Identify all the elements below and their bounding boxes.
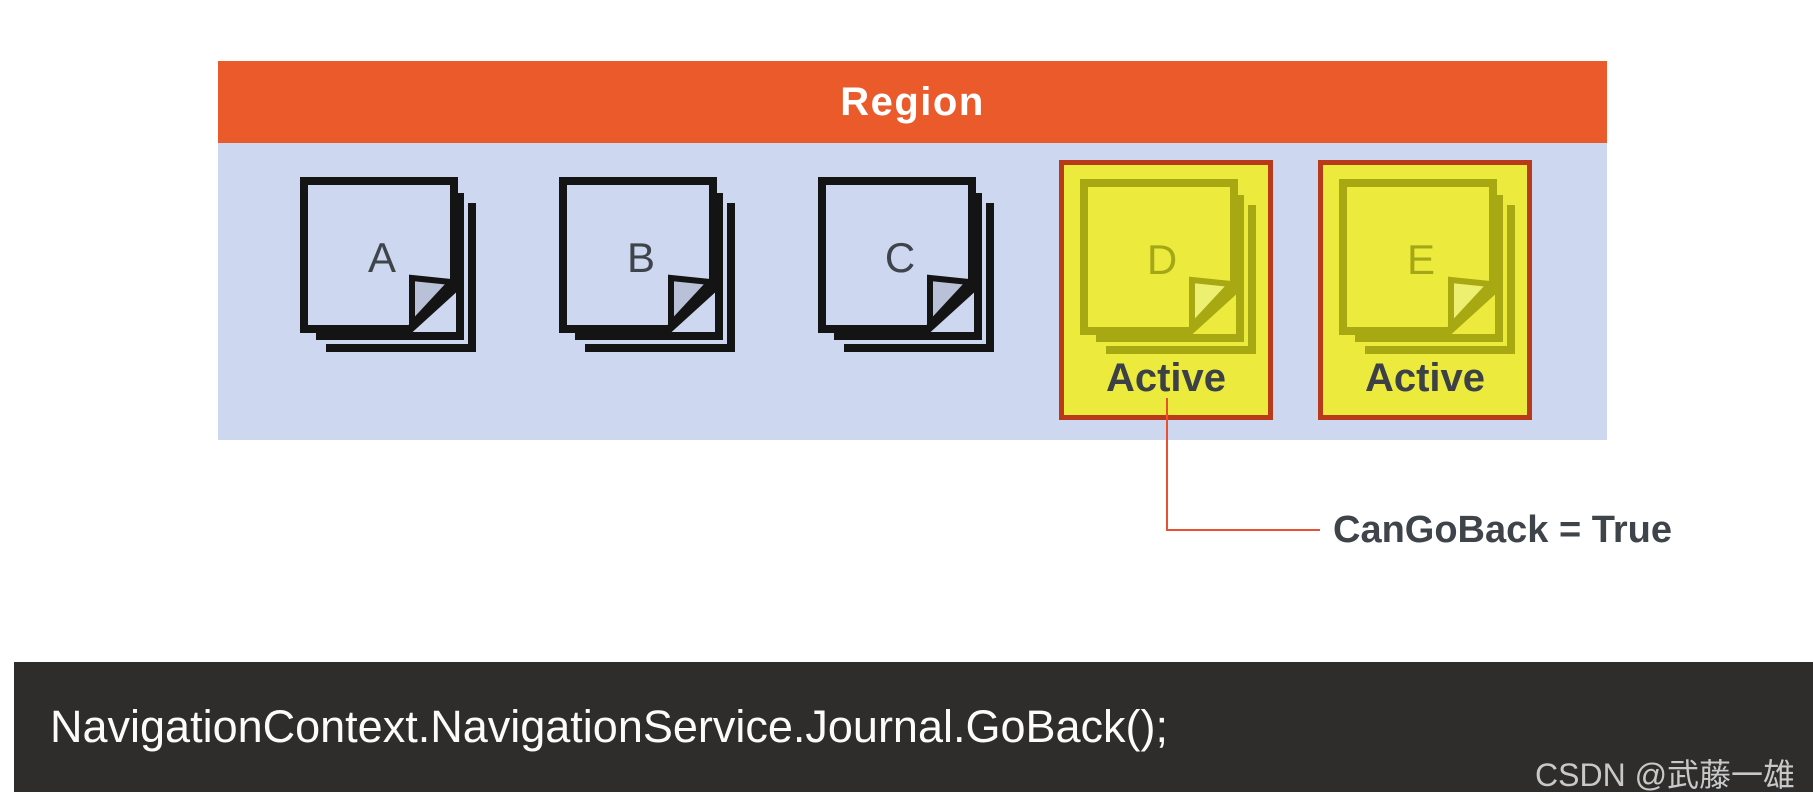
cangoback-annotation: CanGoBack = True — [1333, 509, 1672, 551]
page-stack-icon-e: E — [1339, 179, 1515, 354]
page-letter: B — [627, 234, 655, 281]
page-letter: C — [885, 234, 915, 281]
code-bar: NavigationContext.NavigationService.Jour… — [14, 662, 1813, 792]
region-header: Region — [218, 61, 1607, 143]
code-statement: NavigationContext.NavigationService.Jour… — [50, 701, 1169, 752]
page-stack-icon-a: A — [300, 177, 476, 352]
region-title: Region — [840, 79, 985, 124]
connector-line-vertical — [1166, 398, 1168, 530]
page-stack-icon-b: B — [559, 177, 735, 352]
connector-line-horizontal — [1166, 529, 1320, 531]
active-page-e: E Active — [1318, 160, 1532, 420]
page-stack-icon-c: C — [818, 177, 994, 352]
active-page-d: D Active — [1059, 160, 1273, 420]
page-letter: E — [1407, 236, 1435, 283]
watermark: CSDN @武藤一雄 — [1535, 757, 1796, 793]
page-letter: D — [1147, 236, 1177, 283]
page-letter: A — [368, 234, 396, 281]
page-stack-icon-d: D — [1080, 179, 1256, 354]
active-label: Active — [1364, 356, 1486, 400]
active-label: Active — [1105, 356, 1227, 400]
